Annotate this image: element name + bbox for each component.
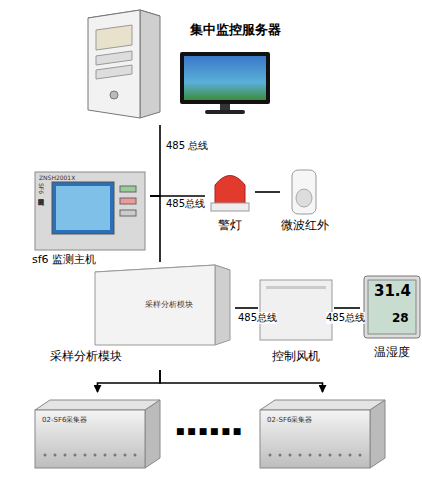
fan-controller-box <box>260 280 332 340</box>
node-text: sf6 监测主机 <box>32 254 96 267</box>
bus-line <box>98 370 161 392</box>
free-label: 31.4 <box>374 283 411 300</box>
node-text: SF6泄漏监控报警系统 <box>38 183 44 194</box>
node-text: 温湿度 <box>374 346 410 360</box>
warning-lamp <box>211 176 249 212</box>
sampling-box <box>95 265 230 345</box>
bus-line <box>150 196 160 262</box>
pir-detector <box>292 170 316 214</box>
bus-label: 485总线 <box>166 198 205 210</box>
collector-box <box>35 400 160 468</box>
server-tower <box>88 10 160 118</box>
bus-label: 485 总线 <box>166 140 208 152</box>
monitor <box>180 52 270 114</box>
bus-line <box>235 307 258 309</box>
bus-label: 485总线 <box>326 312 365 324</box>
node-text: 采样分析模块 <box>145 300 193 309</box>
bus-line <box>160 370 323 392</box>
device-node: 微波红外 <box>280 165 330 237</box>
bus-line <box>150 125 160 196</box>
collector-box <box>260 400 385 468</box>
node-text: 微波红外 <box>281 219 329 233</box>
device-node: 02-SF6采集器 <box>30 392 165 474</box>
node-text: 采样分析模块 <box>50 350 122 364</box>
host-panel <box>35 172 145 250</box>
device-node: 采样分析模块采样分析模块 <box>45 262 235 370</box>
thermo-hygrometer <box>364 276 420 338</box>
device-node: 集中监控服务器 <box>82 5 282 125</box>
node-text: 警灯 <box>218 219 242 233</box>
bus-label: 485总线 <box>238 312 277 324</box>
node-text: 02-SF6采集器 <box>267 416 312 424</box>
node-text: 02-SF6采集器 <box>42 416 87 424</box>
bus-line <box>334 307 360 309</box>
node-text: ZNSH2001X <box>39 175 75 182</box>
free-label: ■ ■ ■ ■ ■ ■ <box>176 426 241 436</box>
bus-line <box>255 191 280 193</box>
device-node: 控制风机 <box>258 278 334 370</box>
node-text: 集中监控服务器 <box>190 23 281 38</box>
free-label: 28 <box>392 312 409 326</box>
device-node: ZNSH2001XSF6泄漏监控报警系统 sf6 监测主机 <box>30 168 150 272</box>
device-node: 02-SF6采集器 <box>255 392 390 474</box>
device-node: 警灯 <box>205 165 255 237</box>
node-text: 控制风机 <box>272 350 320 364</box>
